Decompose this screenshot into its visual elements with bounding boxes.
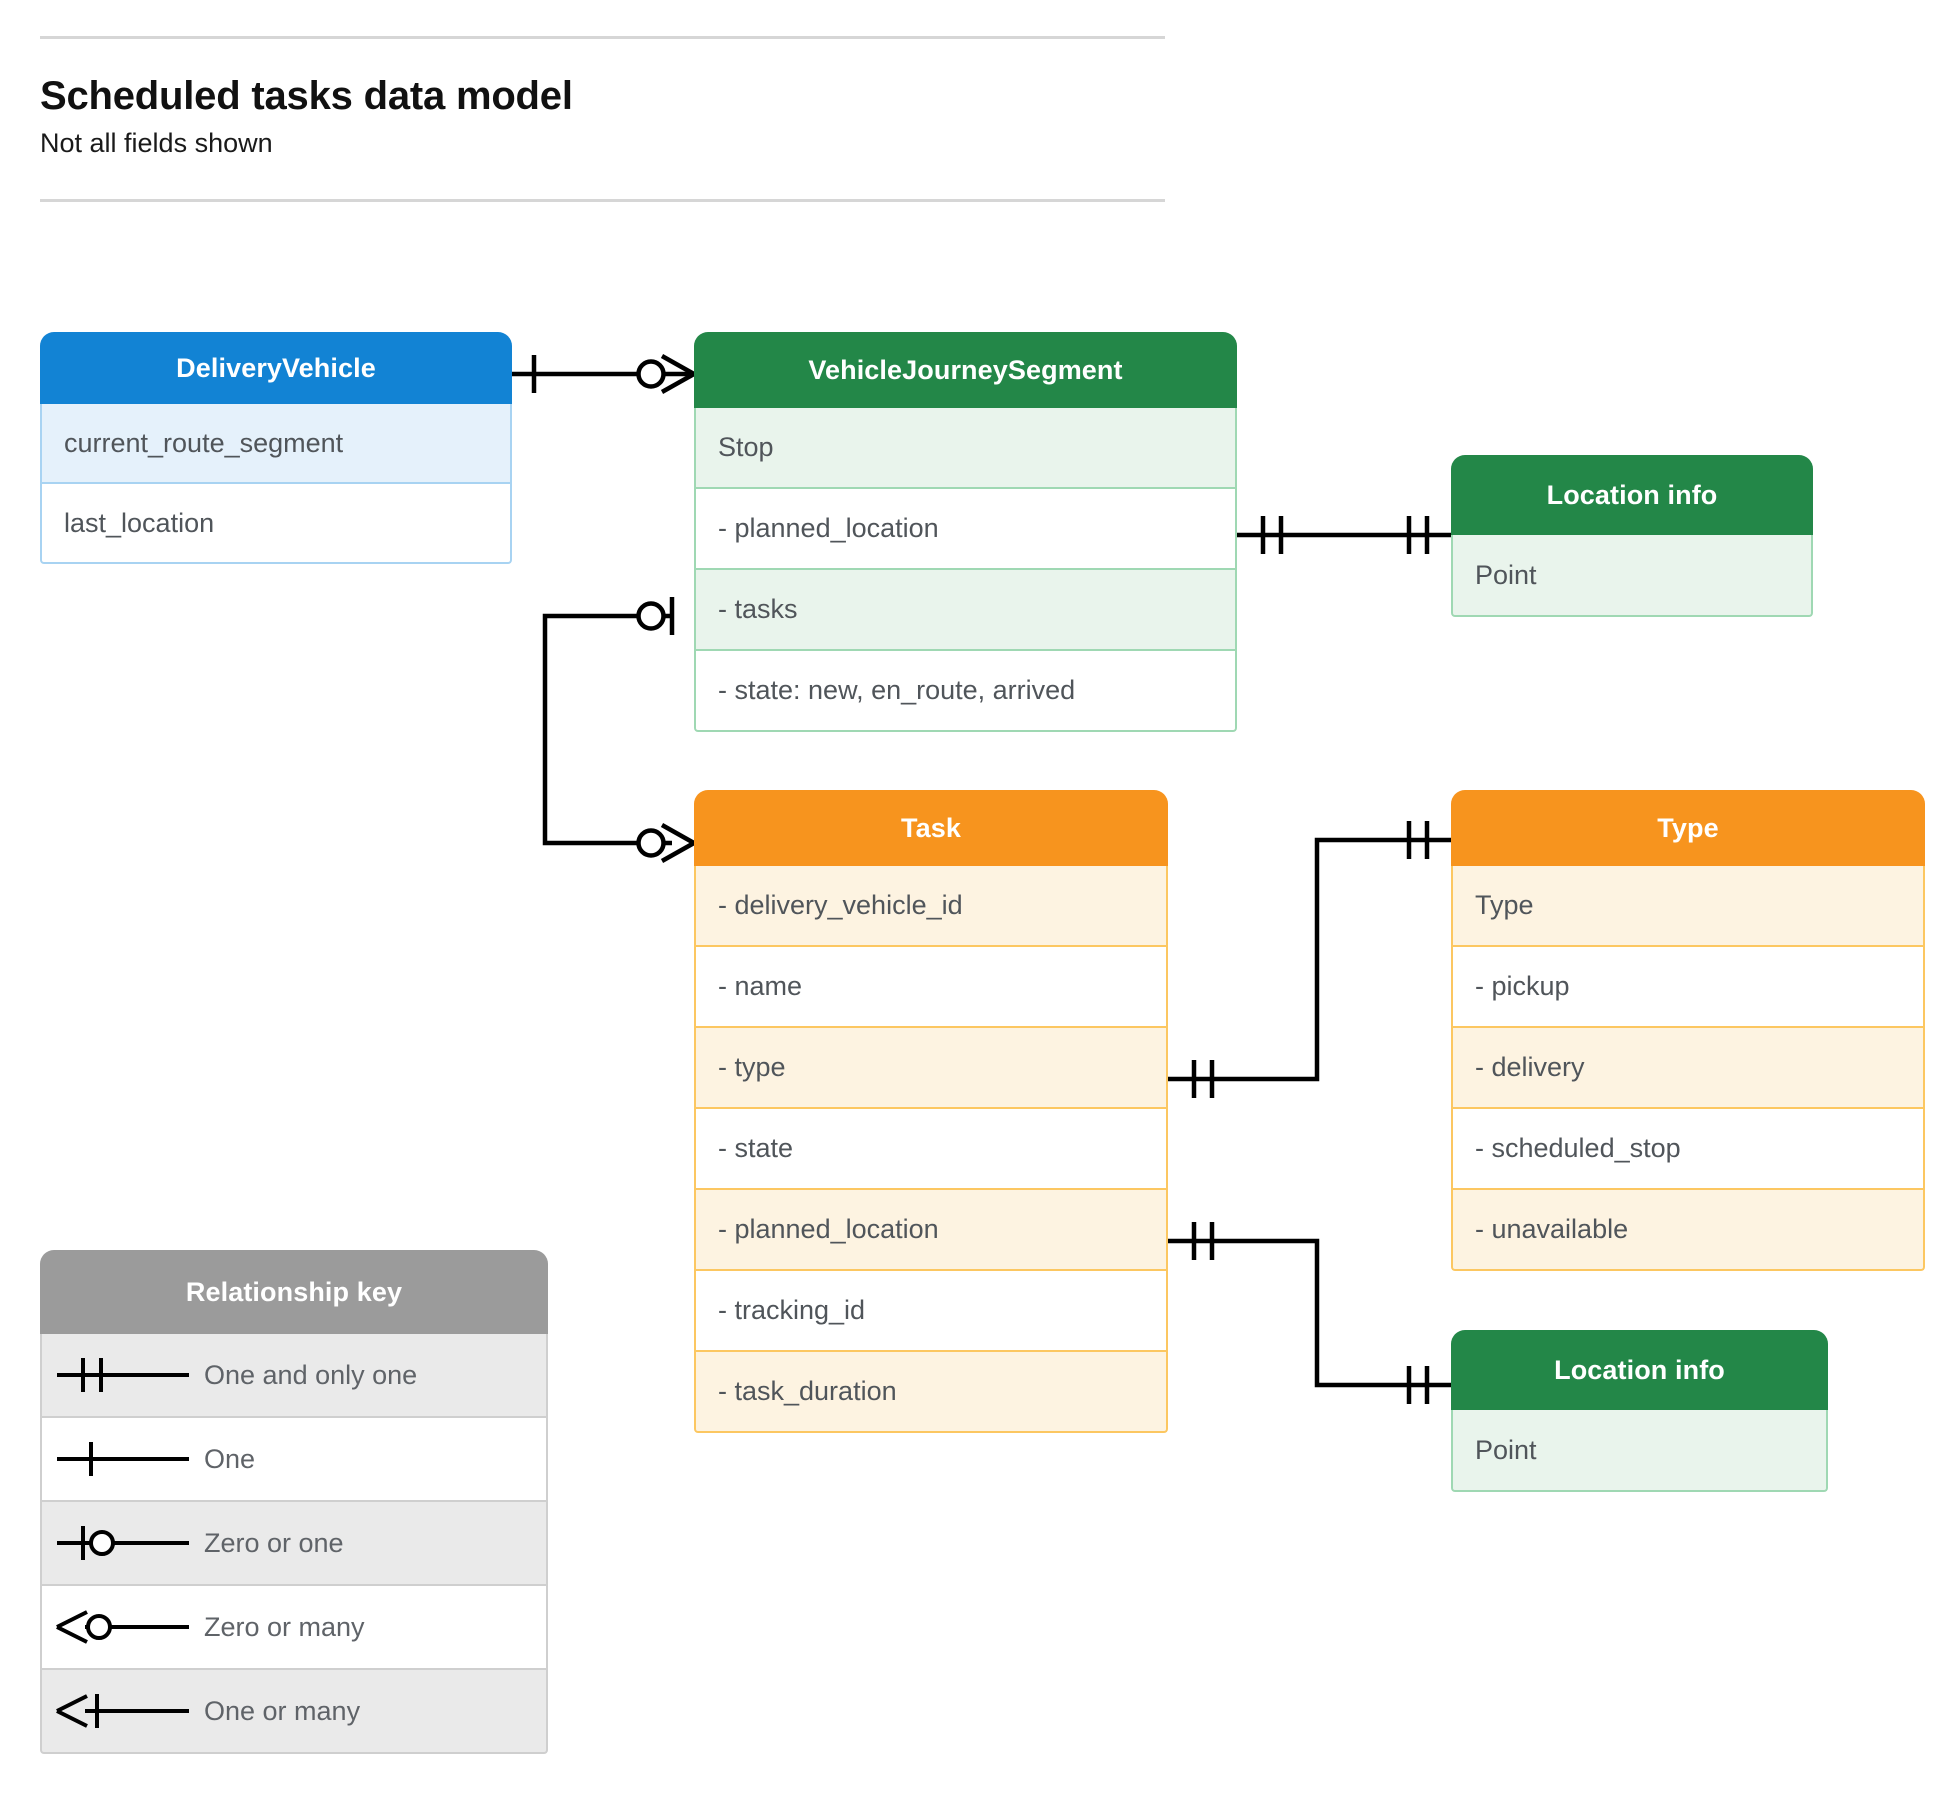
legend-label-one-or-many: One or many <box>204 1695 361 1726</box>
entity-location-info-bottom-title: Location info <box>1451 1330 1828 1410</box>
field-state-task: - state <box>694 1109 1168 1190</box>
field-point-top: Point <box>1451 535 1813 617</box>
field-name: - name <box>694 947 1168 1028</box>
field-tasks: - tasks <box>694 570 1237 651</box>
header-rule-bottom <box>40 199 1165 203</box>
field-last-location: last_location <box>40 484 512 564</box>
field-state: - state: new, en_route, arrived <box>694 651 1237 732</box>
one-and-only-one-icon <box>42 1353 204 1397</box>
legend-label-zero-or-many: Zero or many <box>204 1611 365 1642</box>
entity-delivery-vehicle[interactable]: DeliveryVehicle current_route_segment la… <box>40 332 512 564</box>
entity-task-title: Task <box>694 790 1168 866</box>
entity-location-info-top[interactable]: Location info Point <box>1451 455 1813 617</box>
zero-or-many-icon <box>42 1605 204 1649</box>
entity-location-info-bottom[interactable]: Location info Point <box>1451 1330 1828 1492</box>
field-planned-location-task: - planned_location <box>694 1190 1168 1271</box>
entity-location-info-top-title: Location info <box>1451 455 1813 535</box>
field-current-route-segment: current_route_segment <box>40 404 512 484</box>
legend-title: Relationship key <box>40 1250 548 1334</box>
field-type-pickup: - pickup <box>1451 947 1925 1028</box>
field-type-scheduled-stop: - scheduled_stop <box>1451 1109 1925 1190</box>
legend-item-one-or-many: One or many <box>40 1670 548 1754</box>
header-rule-top <box>40 36 1165 39</box>
page-title: Scheduled tasks data model <box>40 74 573 118</box>
field-task-duration: - task_duration <box>694 1352 1168 1433</box>
field-type-header: Type <box>1451 866 1925 947</box>
field-tracking-id: - tracking_id <box>694 1271 1168 1352</box>
entity-vehicle-journey-segment-title: VehicleJourneySegment <box>694 332 1237 408</box>
legend-item-zero-or-many: Zero or many <box>40 1586 548 1670</box>
legend-label-one-and-only-one: One and only one <box>204 1359 418 1390</box>
page-subtitle: Not all fields shown <box>40 128 273 159</box>
field-point-bottom: Point <box>1451 1410 1828 1492</box>
legend-label-one: One <box>204 1443 256 1474</box>
field-stop: Stop <box>694 408 1237 489</box>
field-delivery-vehicle-id: - delivery_vehicle_id <box>694 866 1168 947</box>
one-or-many-icon <box>42 1689 204 1733</box>
page-header: Scheduled tasks data model Not all field… <box>40 36 1165 203</box>
entity-vehicle-journey-segment[interactable]: VehicleJourneySegment Stop - planned_loc… <box>694 332 1237 732</box>
entity-type[interactable]: Type Type - pickup - delivery - schedule… <box>1451 790 1925 1271</box>
field-type: - type <box>694 1028 1168 1109</box>
legend-item-zero-or-one: Zero or one <box>40 1502 548 1586</box>
field-planned-location: - planned_location <box>694 489 1237 570</box>
legend-relationship-key: Relationship key One and only one <box>40 1250 548 1754</box>
field-type-unavailable: - unavailable <box>1451 1190 1925 1271</box>
legend-label-zero-or-one: Zero or one <box>204 1527 344 1558</box>
entity-delivery-vehicle-title: DeliveryVehicle <box>40 332 512 404</box>
field-type-delivery: - delivery <box>1451 1028 1925 1109</box>
one-icon <box>42 1437 204 1481</box>
zero-or-one-icon <box>42 1521 204 1565</box>
entity-task[interactable]: Task - delivery_vehicle_id - name - type… <box>694 790 1168 1433</box>
legend-item-one-and-only-one: One and only one <box>40 1334 548 1418</box>
legend-item-one: One <box>40 1418 548 1502</box>
entity-type-title: Type <box>1451 790 1925 866</box>
